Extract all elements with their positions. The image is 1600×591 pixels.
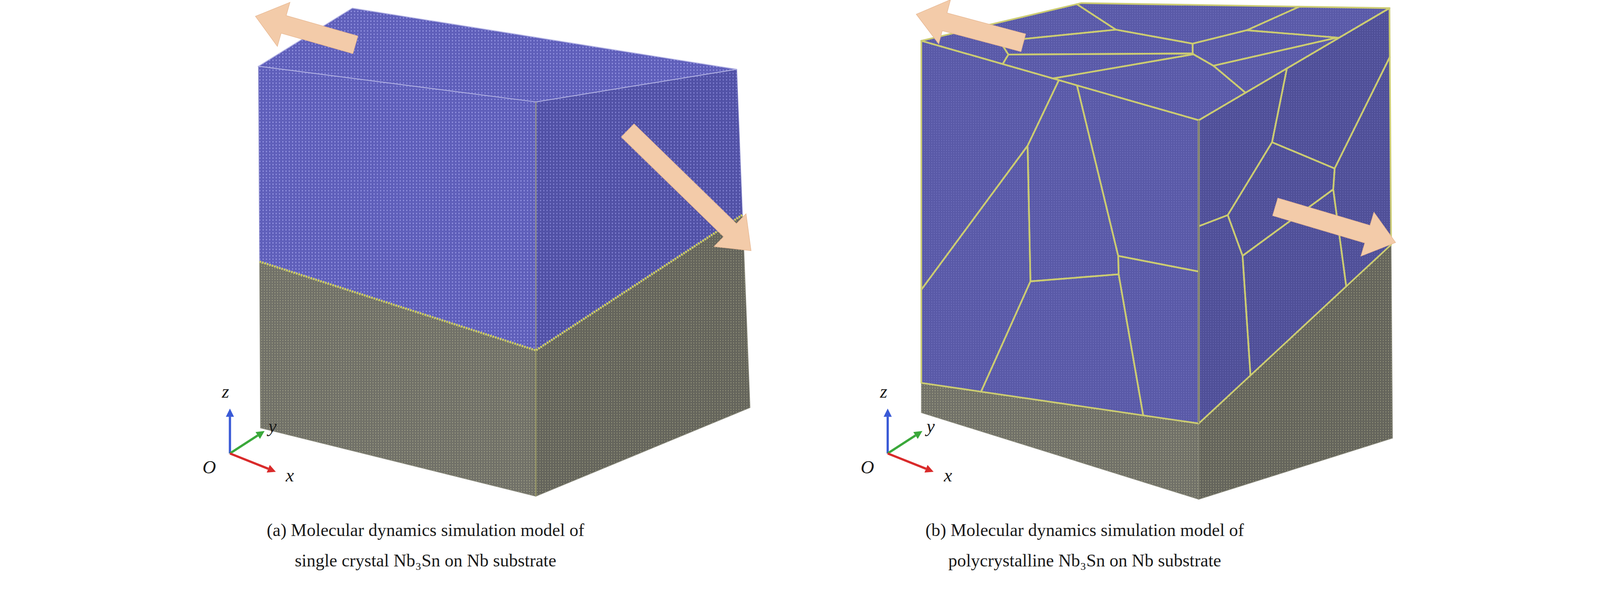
axis-triad: [883, 408, 934, 473]
load-arrow: [916, 0, 1026, 52]
axis-label: O: [202, 456, 216, 479]
figure-caption: (b) Molecular dynamics simulation model …: [916, 515, 1254, 577]
axis-label: y: [926, 415, 935, 438]
figure-caption: (a) Molecular dynamics simulation model …: [260, 515, 591, 577]
load-arrow: [255, 2, 358, 54]
axis-label: x: [285, 464, 295, 487]
axis-label: z: [221, 381, 230, 403]
axis-label: y: [268, 415, 277, 438]
single-crystal-cube: [258, 8, 751, 497]
load-arrow: [1272, 198, 1396, 257]
axis-label: x: [943, 464, 953, 487]
polycrystal-cube: [921, 2, 1393, 500]
axis-label: O: [860, 456, 875, 479]
load-arrow: [621, 124, 752, 252]
axis-label: z: [880, 381, 888, 403]
